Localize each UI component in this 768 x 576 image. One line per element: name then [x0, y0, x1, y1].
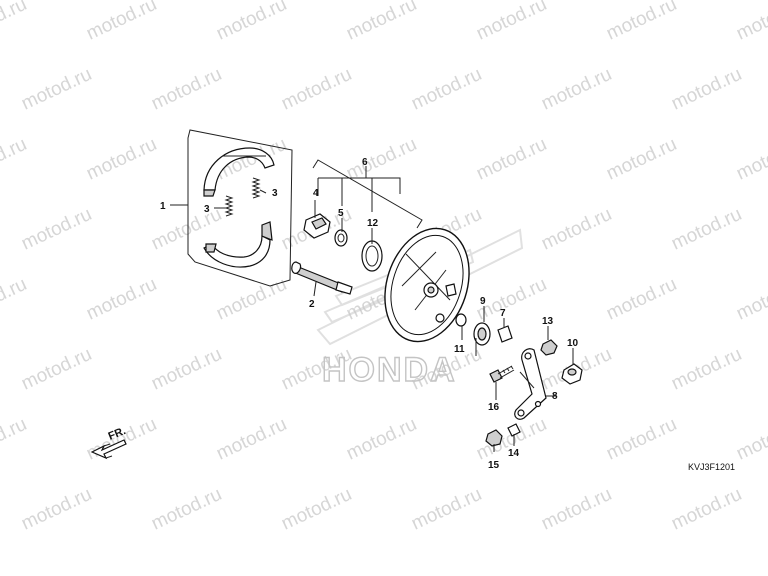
watermark-text-12: motod.ru — [668, 64, 745, 115]
brake-shoe-upper — [203, 147, 275, 197]
watermark-text-41: motod.ru — [213, 414, 290, 465]
watermark-text-13: motod.ru — [0, 134, 30, 185]
callout-1: 1 — [160, 201, 166, 212]
watermark-text-14: motod.ru — [83, 134, 160, 185]
indicator-plate — [497, 325, 513, 343]
shoe-spring-right — [251, 177, 261, 199]
brake-shoe-lower — [203, 221, 273, 268]
leader-lines — [170, 166, 574, 452]
watermark-text-42: motod.ru — [343, 414, 420, 465]
watermark-text-27: motod.ru — [83, 274, 160, 325]
watermark-text-6: motod.ru — [733, 0, 768, 45]
callout-4: 4 — [313, 188, 319, 199]
brake-cam — [291, 261, 353, 295]
watermark-text-2: motod.ru — [213, 0, 290, 45]
watermark-text-26: motod.ru — [0, 274, 30, 325]
watermark-text-11: motod.ru — [538, 64, 615, 115]
watermark-text-8: motod.ru — [148, 64, 225, 115]
callout-6: 6 — [362, 157, 368, 168]
watermark-text-28: motod.ru — [213, 274, 290, 325]
watermark-text-40: motod.ru — [83, 414, 160, 465]
watermark-text-10: motod.ru — [408, 64, 485, 115]
watermark-text-34: motod.ru — [148, 344, 225, 395]
callout-14: 14 — [508, 448, 520, 459]
callout-11: 11 — [454, 344, 465, 355]
watermark-text-31: motod.ru — [603, 274, 680, 325]
honda-brand-text: HONDA — [322, 351, 457, 389]
watermark-text-5: motod.ru — [603, 0, 680, 45]
callout-5: 5 — [338, 208, 344, 219]
watermark-text-25: motod.ru — [668, 204, 745, 255]
watermark-text-16: motod.ru — [343, 134, 420, 185]
callout-12: 12 — [367, 218, 379, 229]
watermark-text-7: motod.ru — [18, 64, 95, 115]
watermark-text-1: motod.ru — [83, 0, 160, 45]
watermark-text-39: motod.ru — [0, 414, 30, 465]
watermark-text-46: motod.ru — [18, 484, 95, 535]
watermark-text-17: motod.ru — [473, 134, 550, 185]
wear-indicator — [303, 213, 331, 239]
watermark-text-33: motod.ru — [18, 344, 95, 395]
o-ring — [455, 313, 467, 327]
shoe-set-bracket — [187, 129, 293, 287]
watermark-text-48: motod.ru — [278, 484, 355, 535]
callout-10: 10 — [567, 338, 579, 349]
shoe-spring-left — [224, 195, 234, 217]
watermark-text-19: motod.ru — [733, 134, 768, 185]
callout-15: 15 — [488, 460, 500, 471]
watermark-text-51: motod.ru — [668, 484, 745, 535]
callout-2: 2 — [309, 299, 315, 310]
watermark-text-32: motod.ru — [733, 274, 768, 325]
watermark-text-44: motod.ru — [603, 414, 680, 465]
nut-13 — [540, 339, 558, 356]
brake-panel — [384, 227, 470, 343]
callout-7: 7 — [500, 308, 506, 319]
watermark-text-4: motod.ru — [473, 0, 550, 45]
watermark-text-47: motod.ru — [148, 484, 225, 535]
brake-arm — [514, 348, 547, 420]
nut-10 — [561, 363, 583, 385]
watermark-text-0: motod.ru — [0, 0, 30, 45]
watermark-text-38: motod.ru — [668, 344, 745, 395]
watermark-text-20: motod.ru — [18, 204, 95, 255]
panel-bracket — [312, 159, 423, 229]
callout-8: 8 — [552, 391, 558, 402]
watermark-text-3: motod.ru — [343, 0, 420, 45]
felt-seal — [334, 229, 348, 247]
callout-labels: 1 2 3 3 4 5 6 7 8 9 10 11 12 13 14 15 16 — [160, 157, 579, 471]
watermark-text-9: motod.ru — [278, 64, 355, 115]
seal-9 — [473, 322, 491, 346]
watermark-layer: motod.ru motod.ru motod.ru motod.ru motod.ru… — [0, 0, 768, 535]
watermark-text-24: motod.ru — [538, 204, 615, 255]
callout-16: 16 — [488, 402, 500, 413]
watermark-text-45: motod.ru — [733, 414, 768, 465]
callout-9: 9 — [480, 296, 486, 307]
pin-14 — [507, 423, 521, 437]
callout-3-right: 3 — [272, 188, 278, 199]
bolt-16 — [489, 365, 515, 383]
callout-3-left: 3 — [204, 204, 210, 215]
callout-13: 13 — [542, 316, 554, 327]
watermark-text-50: motod.ru — [538, 484, 615, 535]
nut-15 — [485, 429, 503, 447]
watermark-text-18: motod.ru — [603, 134, 680, 185]
watermark-text-49: motod.ru — [408, 484, 485, 535]
figure-code: KVJ3F1201 — [688, 462, 735, 472]
